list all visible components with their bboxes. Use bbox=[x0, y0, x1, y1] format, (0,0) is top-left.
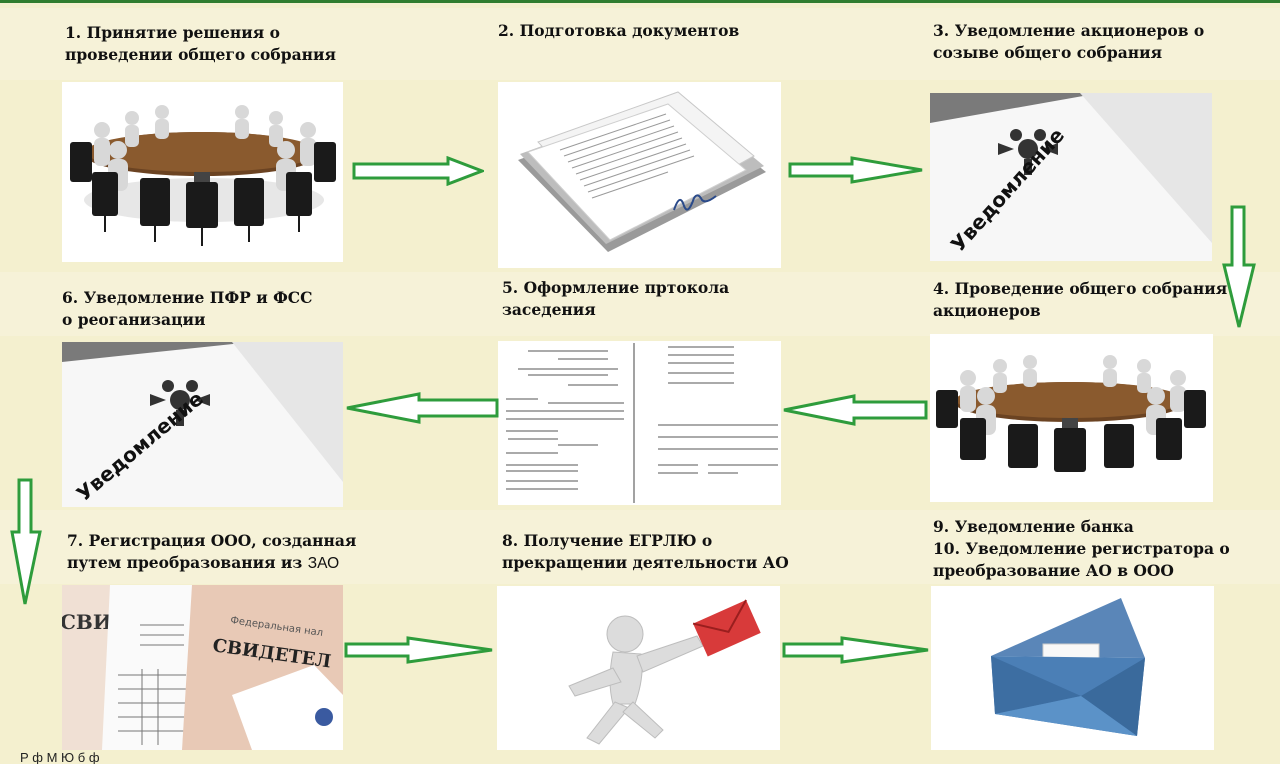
certificates-image: СВИД Федеральная нал СВИДЕТЕЛ bbox=[62, 585, 343, 750]
meeting-table-image bbox=[62, 82, 343, 262]
row2-band bbox=[0, 272, 1280, 336]
step-3-title: 3. Уведомление акционеров о созыве общег… bbox=[933, 21, 1205, 62]
step-5-title: 5. Оформление пртокола заседения bbox=[502, 278, 730, 319]
arrow-left-5-6 bbox=[346, 392, 499, 424]
protocol-form-image bbox=[498, 341, 781, 505]
top-divider bbox=[0, 0, 1280, 3]
arrow-right-7-8 bbox=[344, 636, 493, 664]
notification-letter-image: Уведомление bbox=[62, 342, 343, 507]
documents-stack-image bbox=[498, 82, 781, 268]
step-8-title: 8. Получение ЕГРЛЮ о прекращении деятель… bbox=[502, 531, 789, 572]
arrow-right-2-3 bbox=[788, 156, 923, 184]
runner-envelope-image bbox=[497, 586, 780, 750]
step-7-title-suffix: ЗАО bbox=[307, 555, 340, 572]
arrow-left-4-5 bbox=[783, 394, 928, 426]
arrow-down-6-7 bbox=[10, 478, 42, 605]
arrow-right-8-9 bbox=[782, 636, 929, 664]
footer-caption: Р ф М Ю б ф bbox=[20, 752, 100, 764]
row1-band bbox=[0, 8, 1280, 80]
step-7-title: 7. Регистрация ООО, созданная путем прео… bbox=[67, 531, 357, 572]
step-6-title: 6. Уведомление ПФР и ФСС о реоганизации bbox=[62, 288, 313, 329]
step-4-title: 4. Проведение общего собрания акционеров bbox=[933, 279, 1228, 320]
arrow-right-1-2 bbox=[352, 156, 484, 186]
step-9-10-title: 9. Уведомление банка 10. Уведомление рег… bbox=[933, 517, 1230, 580]
meeting-table-image bbox=[930, 334, 1213, 502]
row3-band bbox=[0, 510, 1280, 584]
step-2-title: 2. Подготовка документов bbox=[498, 21, 740, 40]
step-1-title: 1. Принятие решения о проведении общего … bbox=[65, 23, 336, 64]
arrow-down-3-4 bbox=[1222, 205, 1256, 328]
blue-envelope-image bbox=[931, 586, 1214, 750]
notification-letter-image: Уведомление bbox=[930, 93, 1212, 261]
